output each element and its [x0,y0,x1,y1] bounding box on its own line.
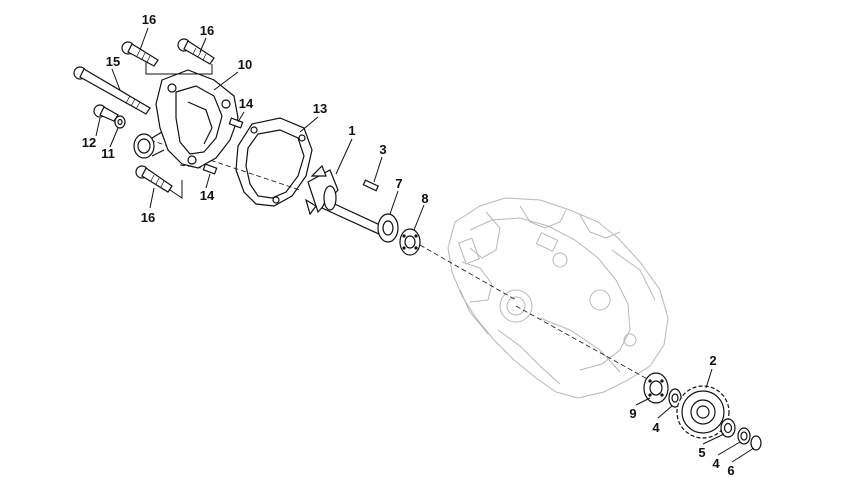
drive-pin [362,179,379,192]
callout-4-lower: 4 [712,456,720,471]
callout-16-top-left: 16 [142,12,156,27]
callout-8: 8 [421,191,428,206]
washer-11 [114,115,126,129]
callout-labels: 1 2 3 4 4 5 6 7 8 9 10 11 12 13 14 14 15… [82,12,735,478]
bolt-16-top-left [121,41,159,67]
dowel-pin-upper [228,117,244,129]
engine-crankcase-outline [447,197,669,399]
bolt-15-long [73,66,151,115]
callout-11: 11 [101,146,115,161]
dowel-pin-lower [202,163,218,175]
circlip-6 [750,435,762,451]
callout-12: 12 [82,135,96,150]
bolt-16-top-right [177,38,215,65]
callout-2: 2 [709,353,716,368]
callout-1: 1 [348,123,355,138]
spacer-5 [720,418,736,438]
callout-15: 15 [106,54,120,69]
callout-14-upper: 14 [239,96,254,111]
washer-4-lower [737,427,751,445]
pump-gasket [235,117,313,207]
shaft-seal-7 [377,213,399,243]
callout-14-lower: 14 [200,188,215,203]
callout-4-upper: 4 [652,420,660,435]
callout-13: 13 [313,101,327,116]
callout-10: 10 [238,57,252,72]
callout-9: 9 [629,406,636,421]
callout-7: 7 [395,176,402,191]
pump-drive-gear [676,385,730,439]
impeller-shaft [305,164,396,241]
callout-16-lower: 16 [141,210,155,225]
bolt-16-lower [135,165,173,193]
bearing-9 [643,372,669,404]
pump-cover [133,69,239,169]
callout-6: 6 [727,463,734,478]
callout-5: 5 [698,445,705,460]
callout-16-top-right: 16 [200,23,214,38]
bolt-12 [93,104,119,122]
callout-3: 3 [379,142,386,157]
leader-lines [95,27,755,463]
bearing-8 [399,228,421,256]
